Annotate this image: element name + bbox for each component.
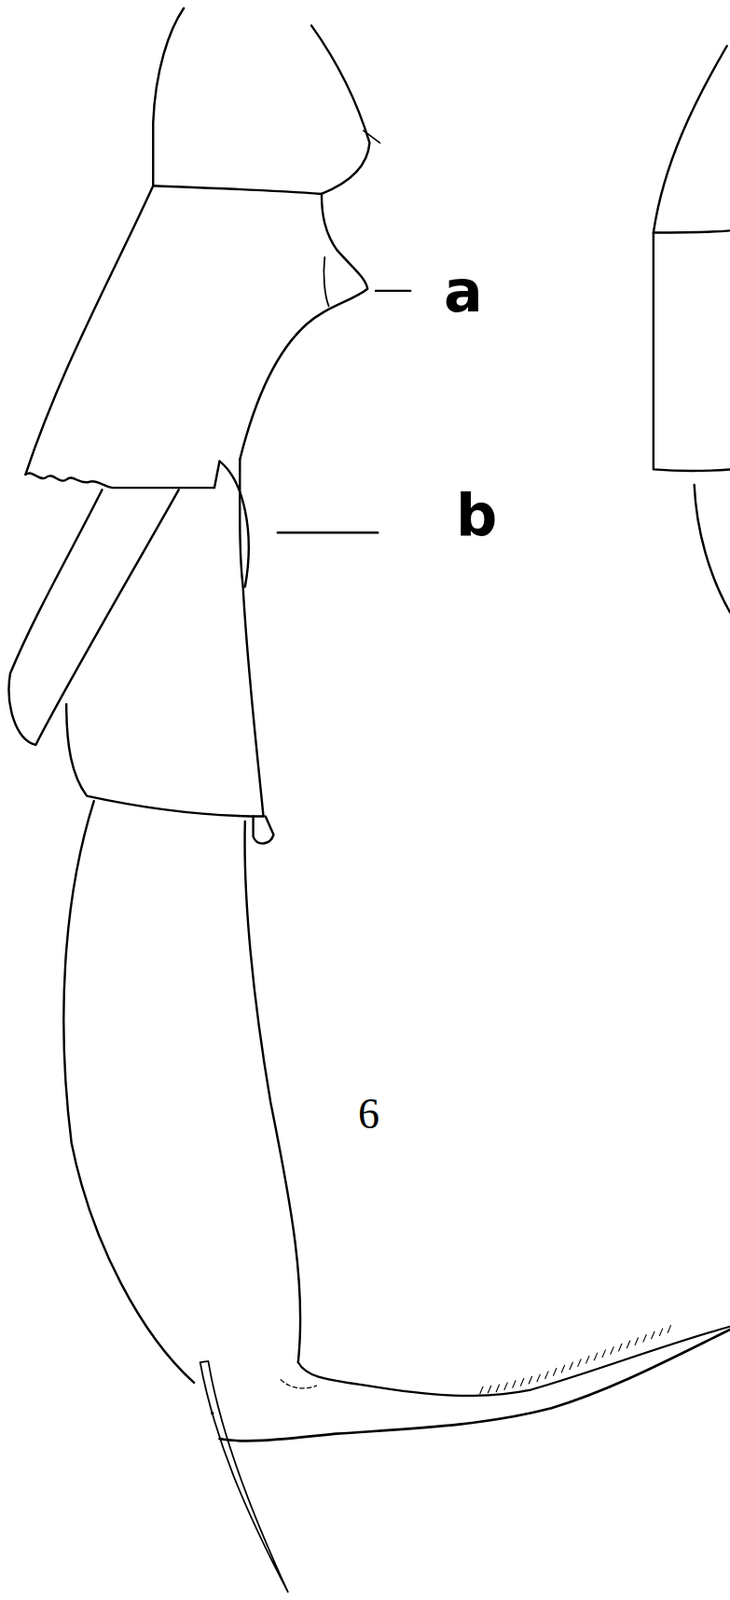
segment-outline bbox=[25, 473, 215, 489]
segment-outline bbox=[152, 185, 322, 194]
segment-outline bbox=[245, 821, 302, 1363]
spine bbox=[200, 1361, 289, 1592]
part-label: b bbox=[455, 486, 497, 545]
segment-outline bbox=[63, 800, 194, 1383]
segment-outline bbox=[239, 193, 368, 460]
spine-pore bbox=[210, 1411, 214, 1415]
leader-line bbox=[277, 531, 378, 534]
small-knob bbox=[253, 816, 275, 844]
long-seta bbox=[219, 1329, 730, 1441]
segment-outline bbox=[66, 703, 263, 816]
part-label: a bbox=[443, 262, 483, 321]
segment-outline bbox=[214, 461, 220, 488]
leader-line bbox=[375, 289, 411, 292]
neighbour-leg bbox=[694, 484, 730, 613]
segment-outline bbox=[239, 458, 263, 816]
figure-number: 6 bbox=[358, 1092, 380, 1136]
rod-branch bbox=[9, 489, 180, 745]
seta-hairs bbox=[480, 1325, 672, 1394]
seta-base bbox=[280, 1379, 317, 1389]
process-a bbox=[323, 257, 329, 307]
segment-outline bbox=[311, 25, 370, 194]
neighbour-leg bbox=[653, 233, 730, 472]
process-b bbox=[219, 461, 248, 588]
neighbour-leg bbox=[653, 45, 730, 233]
segment-outline bbox=[25, 185, 153, 475]
segment-outline bbox=[152, 8, 184, 186]
tick-mark bbox=[363, 130, 381, 143]
